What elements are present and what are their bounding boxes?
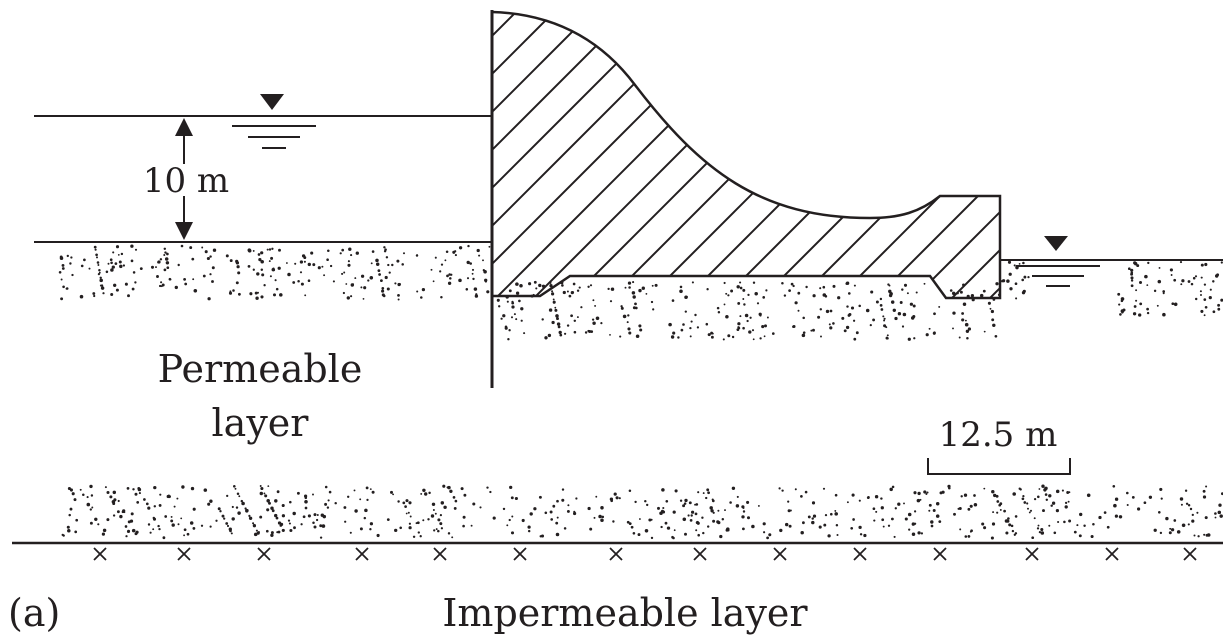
upstream-water-level-icon <box>232 94 316 149</box>
scale-label: 12.5 m <box>939 415 1058 455</box>
dam-body <box>491 10 1002 300</box>
permeable-layer-label-line1: Permeable <box>158 347 363 391</box>
figure-tag: (a) <box>8 591 60 635</box>
upper-soil-stipple <box>58 244 1223 341</box>
scale-bar <box>927 458 1071 475</box>
head-dimension-arrow <box>175 118 193 240</box>
permeable-layer-label-line2: layer <box>212 401 310 445</box>
downstream-water-level-icon <box>1016 236 1100 287</box>
head-label: 10 m <box>143 161 229 201</box>
lower-soil-stipple <box>61 484 1223 540</box>
impermeable-cross-marks <box>93 547 1197 561</box>
impermeable-layer-label: Impermeable layer <box>442 591 808 635</box>
